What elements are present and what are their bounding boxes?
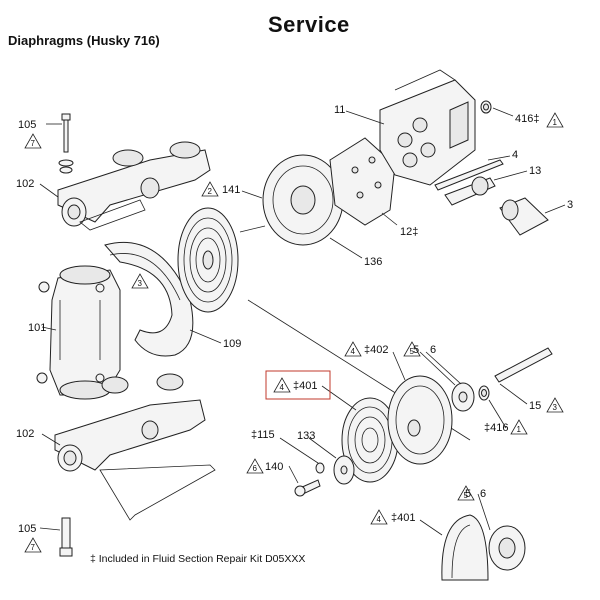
note-triangles: 7 1 2 3 4 5 4 <box>24 112 564 553</box>
part-102-bottom-manifold <box>54 373 216 521</box>
svg-text:4: 4 <box>351 347 356 356</box>
section-header: Service <box>268 12 350 37</box>
triangle-note-402: 4 <box>344 341 362 357</box>
part-133-washer <box>333 455 355 485</box>
callout-109: 109 <box>223 338 241 350</box>
part-401-diaphragm-bottom <box>441 514 489 581</box>
callout-12: 12‡ <box>400 226 418 238</box>
triangle-note-401-bottom: 4 <box>370 509 388 525</box>
callout-5-bottom: 5 <box>465 488 471 500</box>
part-402-backup-diaphragm <box>387 375 453 465</box>
triangle-note-3: 3 <box>131 273 149 289</box>
triangle-note-5-mid: 5 <box>403 341 421 357</box>
triangle-note-105-top: 7 <box>24 133 42 149</box>
callout-4: 4 <box>512 149 518 161</box>
part-105-bolt-bottom <box>59 517 73 557</box>
svg-text:1: 1 <box>553 118 558 127</box>
triangle-note-140: 6 <box>246 458 264 474</box>
part-5-6-plate-bottom <box>488 525 526 571</box>
part-11-air-motor <box>379 69 476 186</box>
part-101-fluid-cover <box>36 265 121 400</box>
callout-labels: 105 102 101 102 105 11 4 13 3 416‡ 141 1… <box>16 104 573 535</box>
callout-6-mid: 6 <box>430 344 436 356</box>
part-15-shaft <box>494 347 553 383</box>
svg-text:7: 7 <box>31 139 36 148</box>
svg-text:2: 2 <box>208 187 213 196</box>
svg-text:4: 4 <box>280 383 285 392</box>
callout-136: 136 <box>364 256 382 268</box>
triangle-note-15: 3 <box>546 397 564 413</box>
triangle-note-105-bottom: 7 <box>24 537 42 553</box>
callout-3: 3 <box>567 199 573 211</box>
part-13-muffler-adapter <box>444 176 496 206</box>
triangle-note-401-highlight: 4 <box>273 377 291 393</box>
callout-401-bottom: ‡401 <box>391 512 415 524</box>
part-136-diaphragm-plate <box>177 154 344 313</box>
callout-105-bottom: 105 <box>18 523 36 535</box>
svg-text:7: 7 <box>31 543 36 552</box>
callout-416-mid: ‡416 <box>484 422 508 434</box>
svg-text:6: 6 <box>253 464 258 473</box>
svg-text:3: 3 <box>553 403 558 412</box>
svg-text:5: 5 <box>464 491 469 500</box>
callout-102-bottom: 102 <box>16 428 34 440</box>
callout-115: ‡115 <box>251 429 275 441</box>
part-140-screw <box>294 479 321 497</box>
callout-102-top: 102 <box>16 178 34 190</box>
part-105-bolt-top <box>58 113 74 174</box>
callout-15: 15 <box>529 400 541 412</box>
part-416-oring-top <box>480 100 492 114</box>
svg-text:3: 3 <box>138 279 143 288</box>
part-416-oring-mid <box>478 385 490 401</box>
callout-141: 141 <box>222 184 240 196</box>
triangle-note-416-mid: 1 <box>510 419 528 435</box>
highlight-box <box>265 370 331 400</box>
part-109-clamp <box>104 241 194 357</box>
triangle-note-416-top: 1 <box>546 112 564 128</box>
callout-11: 11 <box>334 104 345 116</box>
callout-133: 133 <box>297 430 315 442</box>
diagram-title: Diaphragms (Husky 716) <box>8 33 160 48</box>
leader-lines <box>39 107 566 536</box>
part-3-muffler <box>499 197 549 236</box>
repair-kit-footnote: ‡ Included in Fluid Section Repair Kit D… <box>90 553 306 565</box>
part-5-6-plate <box>451 382 475 412</box>
part-102-top-manifold <box>57 141 211 231</box>
part-4-gasket <box>434 159 504 191</box>
svg-text:4: 4 <box>377 515 382 524</box>
callout-402: ‡402 <box>364 344 388 356</box>
triangle-note-5-bottom: 5 <box>457 485 475 501</box>
callout-5-mid: 5 <box>413 344 419 356</box>
callout-140: 140 <box>265 461 283 473</box>
callout-105-top: 105 <box>18 119 36 131</box>
part-12-gasket <box>329 137 396 226</box>
callout-416-top: 416‡ <box>515 113 539 125</box>
callout-401-highlight: ‡401 <box>293 380 317 392</box>
callout-101: 101 <box>28 322 46 334</box>
callout-13: 13 <box>529 165 541 177</box>
part-115-oring <box>315 462 325 474</box>
svg-text:5: 5 <box>410 347 415 356</box>
svg-text:1: 1 <box>517 425 522 434</box>
triangle-note-141: 2 <box>201 181 219 197</box>
callout-6-bottom: 6 <box>480 488 486 500</box>
